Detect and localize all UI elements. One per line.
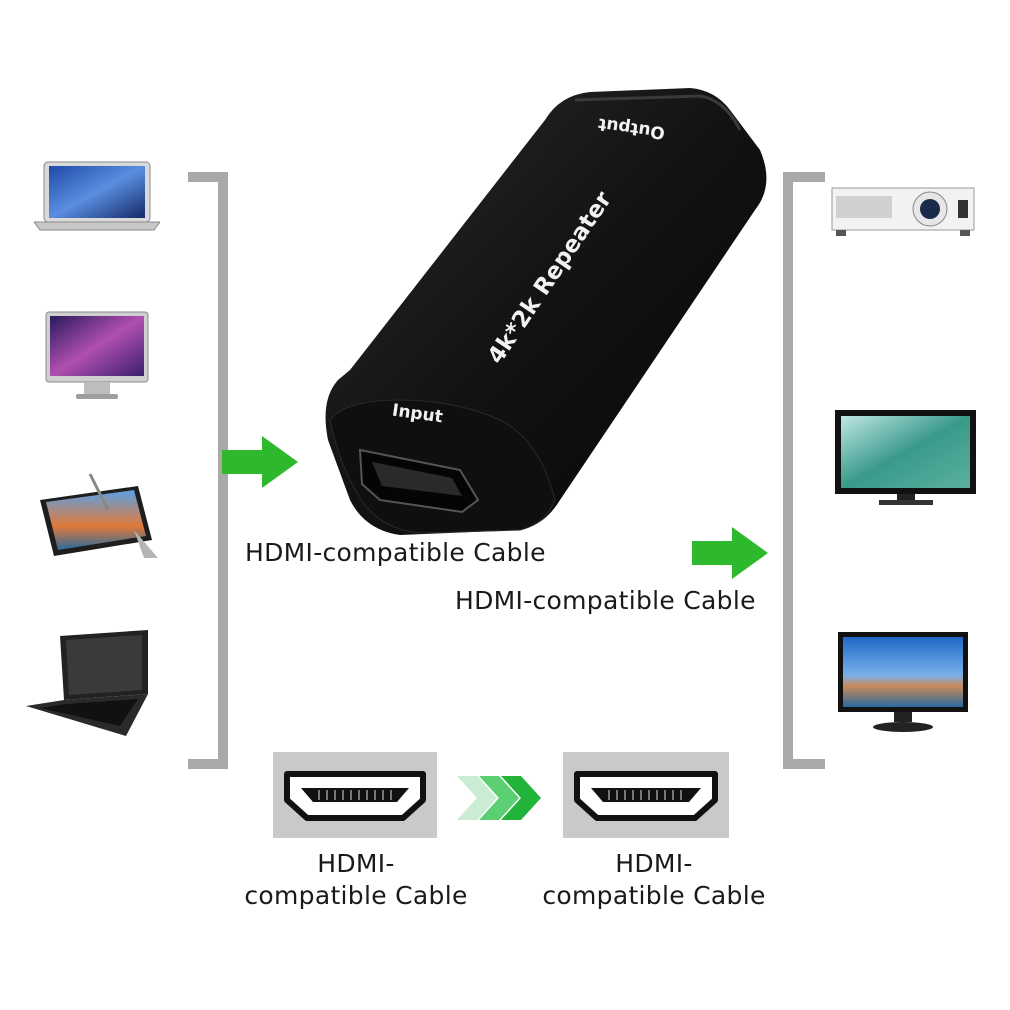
bottom-right-cable-line2: compatible Cable: [542, 881, 766, 910]
tablet-icon: [40, 473, 158, 558]
display-monitor-icon: [838, 632, 968, 732]
hdmi-port-icon: [574, 771, 718, 821]
left-bracket-bottom: [188, 759, 228, 769]
right-bracket-top: [783, 172, 825, 182]
bottom-right-cable-label: HDMI- compatible Cable: [524, 848, 784, 912]
right-bracket-bottom: [783, 759, 825, 769]
right-cable-label: HDMI-compatible Cable: [455, 586, 756, 615]
hdmi-port-icon: [284, 771, 426, 821]
left-cable-label: HDMI-compatible Cable: [245, 538, 546, 567]
monitor-icon: [45, 311, 149, 399]
chevron-arrows-icon: [457, 776, 541, 820]
bottom-left-cable-label: HDMI- compatible Cable: [226, 848, 486, 912]
laptop-icon: [34, 161, 160, 231]
output-arrow-icon: [692, 527, 768, 579]
bottom-right-cable-line1: HDMI-: [615, 849, 693, 878]
notebook-icon: [26, 630, 148, 736]
input-arrow-icon: [222, 436, 298, 488]
tv-icon: [835, 410, 976, 505]
bottom-left-cable-line2: compatible Cable: [244, 881, 468, 910]
bottom-left-cable-line1: HDMI-: [317, 849, 395, 878]
left-bracket-top: [188, 172, 228, 182]
right-bracket-vertical: [783, 172, 793, 769]
right-hdmi-port-box: [563, 752, 729, 838]
projector-icon: [831, 187, 975, 236]
left-hdmi-port-box: [273, 752, 437, 838]
